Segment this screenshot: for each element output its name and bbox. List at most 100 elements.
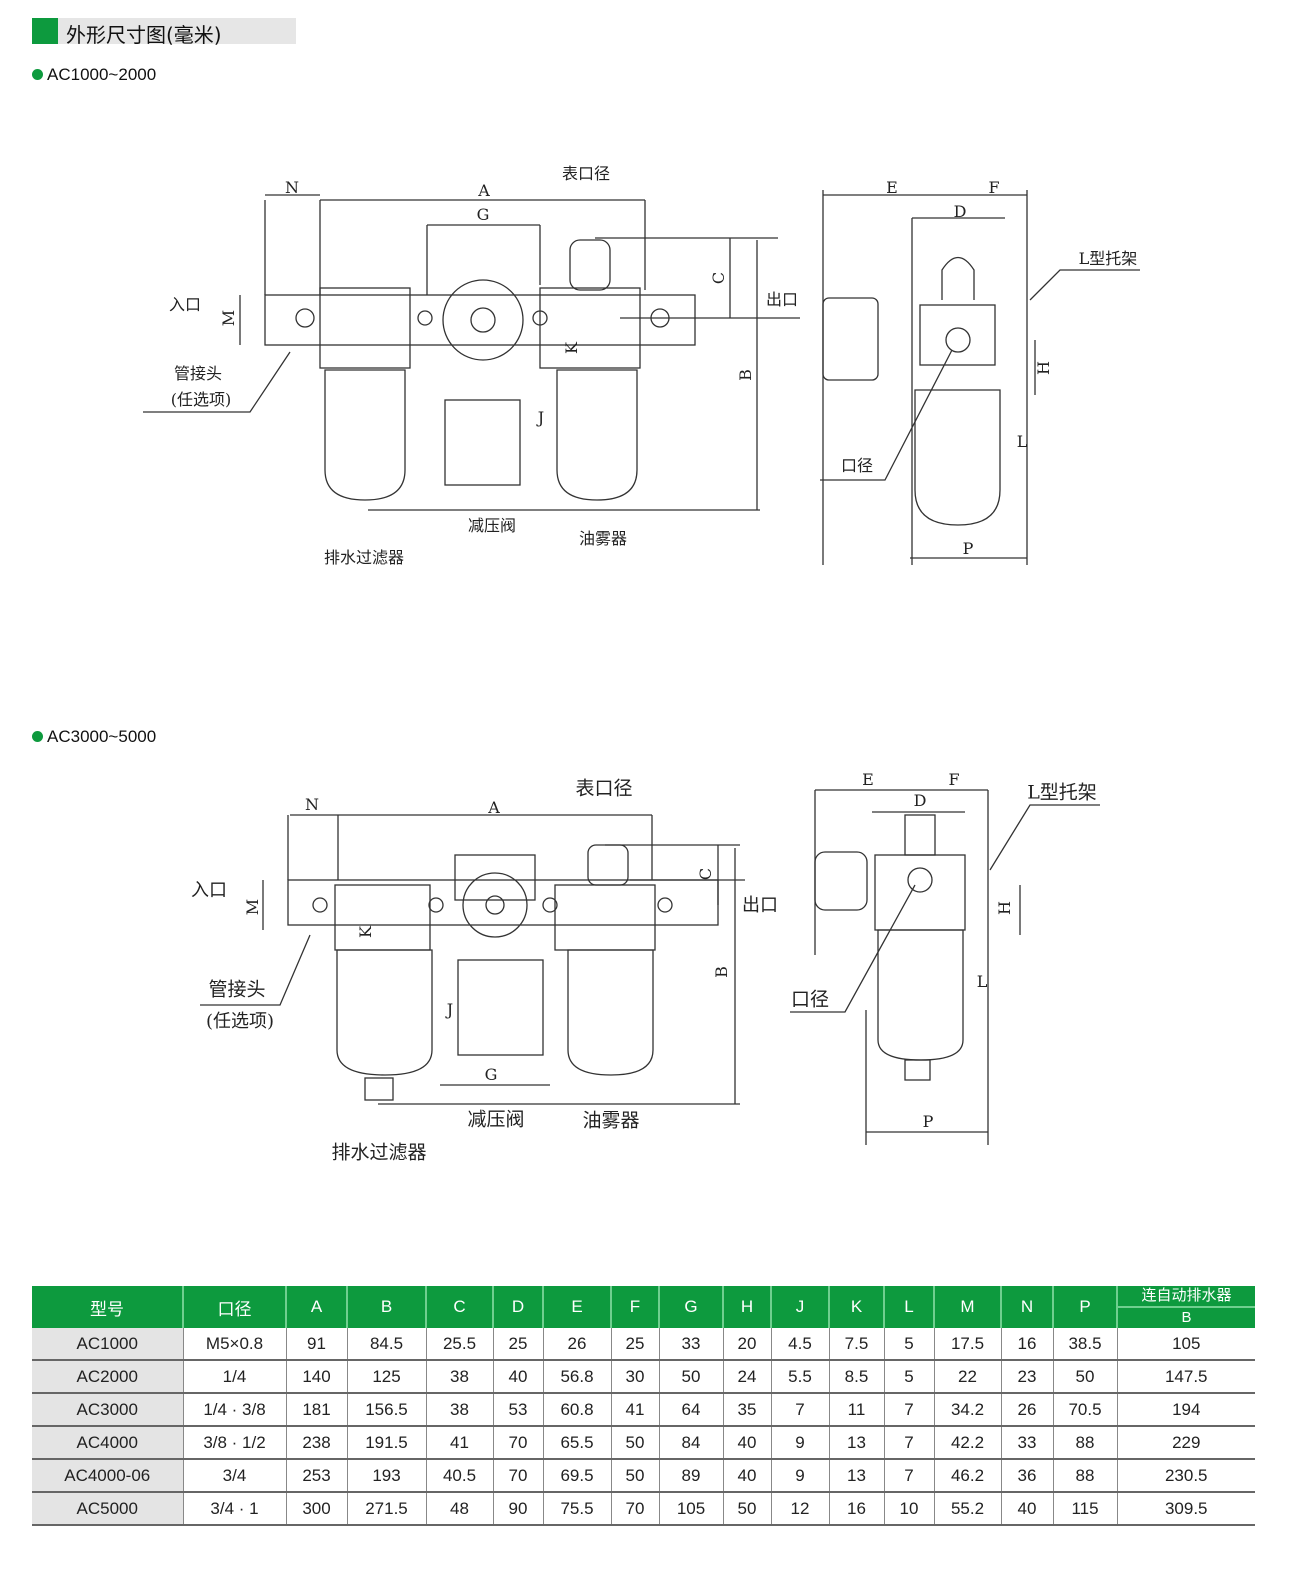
table-cell: 75.5: [542, 1492, 611, 1526]
lubricator-label: 油雾器: [582, 1109, 640, 1132]
dim-label-g: G: [476, 205, 490, 224]
table-cell: 70: [610, 1492, 659, 1526]
regulator-label: 减压阀: [467, 516, 517, 535]
table-cell: 36: [1000, 1459, 1053, 1493]
title-marker: [32, 18, 58, 44]
table-cell: 8.5: [828, 1360, 884, 1394]
table-cell: 12: [770, 1492, 829, 1526]
inlet-label: 入口: [168, 295, 202, 314]
table-cell: 38: [425, 1393, 493, 1427]
auto-drain-header: 连自动排水器: [1141, 1287, 1232, 1304]
table-cell: 26: [542, 1328, 611, 1361]
section-title-bar: 外形尺寸图(毫米): [32, 18, 296, 47]
drawing-2-front: [200, 814, 745, 1105]
table-cell: 40: [722, 1459, 771, 1493]
dim-label-a: A: [478, 181, 490, 200]
column-header: A: [285, 1286, 347, 1328]
table-cell: 35: [722, 1393, 771, 1427]
regulator-label: 减压阀: [467, 1108, 525, 1131]
filter-label: 排水过滤器: [331, 1141, 427, 1164]
table-cell: 191.5: [346, 1426, 426, 1460]
table-cell: 105: [1116, 1328, 1255, 1361]
table-cell: 181: [285, 1393, 347, 1427]
table-cell: 5: [883, 1328, 934, 1361]
table-cell: 40: [1000, 1492, 1053, 1526]
dim-label-j: J: [537, 408, 545, 427]
table-cell: 50: [658, 1360, 723, 1394]
dim-label-f: F: [988, 178, 1000, 197]
table-cell: 65.5: [542, 1426, 611, 1460]
table-cell: 48: [425, 1492, 493, 1526]
dim-label-j: J: [446, 1000, 454, 1019]
dim-label-k: K: [562, 342, 581, 354]
table-cell: 300: [285, 1492, 347, 1526]
table-cell: 50: [1052, 1360, 1117, 1394]
dim-label-a: A: [488, 798, 500, 817]
table-cell: 22: [933, 1360, 1001, 1394]
table-cell: 7.5: [828, 1328, 884, 1361]
dim-label-g: G: [484, 1065, 498, 1084]
table-cell: 193: [346, 1459, 426, 1493]
table-cell: 17.5: [933, 1328, 1001, 1361]
drawing-1-side: [820, 190, 1140, 565]
dim-label-e: E: [862, 770, 874, 789]
table-cell: 1/4: [182, 1360, 286, 1394]
column-header: N: [1000, 1286, 1053, 1328]
section-heading-small: AC1000~2000: [32, 65, 156, 85]
column-header: J: [770, 1286, 829, 1328]
table-cell: 16: [1000, 1328, 1053, 1361]
table-cell: 156.5: [346, 1393, 426, 1427]
table-cell: 25: [492, 1328, 543, 1361]
table-cell: 230.5: [1116, 1459, 1255, 1493]
table-cell: 38: [425, 1360, 493, 1394]
bullet-icon: [32, 731, 43, 742]
column-header: 口径: [182, 1286, 286, 1328]
table-cell: 38.5: [1052, 1328, 1117, 1361]
technical-drawings: [143, 190, 1140, 1145]
table-cell: 194: [1116, 1393, 1255, 1427]
outlet-label: 出口: [742, 895, 778, 916]
column-header: K: [828, 1286, 884, 1328]
dim-label-b: B: [736, 369, 755, 381]
table-cell: 33: [658, 1328, 723, 1361]
table-cell: 147.5: [1116, 1360, 1255, 1394]
table-cell: 3/4 · 1: [182, 1492, 286, 1526]
dim-label-c: C: [696, 867, 715, 881]
table-cell: 7: [883, 1459, 934, 1493]
table-cell: 84.5: [346, 1328, 426, 1361]
table-cell: 91: [285, 1328, 347, 1361]
table-cell: 53: [492, 1393, 543, 1427]
column-header: D: [492, 1286, 543, 1328]
table-cell: 50: [610, 1426, 659, 1460]
column-header: E: [542, 1286, 611, 1328]
table-cell: 88: [1052, 1426, 1117, 1460]
dim-label-n: N: [305, 795, 319, 814]
dim-label-n: N: [285, 178, 299, 197]
table-cell: 13: [828, 1426, 884, 1460]
drawing-1-front: [143, 194, 800, 511]
bracket-label: L型托架: [1027, 781, 1097, 804]
table-cell: 23: [1000, 1360, 1053, 1394]
lubricator-label: 油雾器: [578, 529, 628, 548]
model-cell: AC3000: [32, 1393, 183, 1427]
column-header: C: [425, 1286, 493, 1328]
table-cell: 140: [285, 1360, 347, 1394]
table-cell: 7: [770, 1393, 829, 1427]
dim-label-p: P: [962, 539, 974, 558]
table-cell: 41: [425, 1426, 493, 1460]
gauge-port-label: 表口径: [561, 164, 611, 183]
drawing-2-side: [790, 789, 1100, 1145]
outlet-label: 出口: [765, 290, 799, 309]
table-cell: 70: [492, 1459, 543, 1493]
table-cell: 50: [610, 1459, 659, 1493]
table-cell: 64: [658, 1393, 723, 1427]
table-cell: 46.2: [933, 1459, 1001, 1493]
model-cell: AC4000-06: [32, 1459, 183, 1493]
table-cell: 25.5: [425, 1328, 493, 1361]
